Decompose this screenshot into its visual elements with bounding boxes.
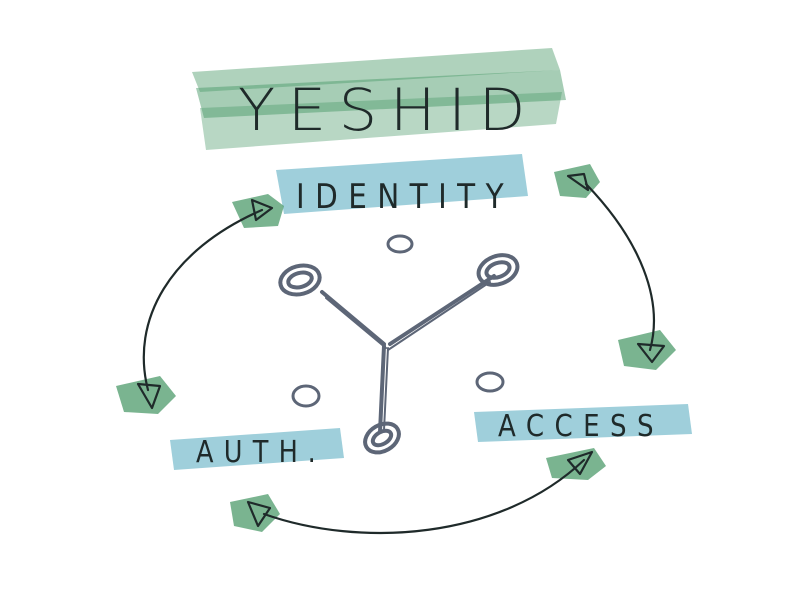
arrowhead-access-bottom [566,450,594,476]
blob-auth-bottom [230,494,280,532]
dot-left [291,384,321,408]
auth-highlight [170,428,344,470]
access-highlight [474,404,692,442]
arrowhead-auth-bottom [246,500,272,528]
arrowhead-identity [250,198,274,222]
node-top-left [278,263,322,297]
arrow-identity-to-auth [142,208,264,392]
arrowhead-auth-left [136,382,162,410]
identity-label: IDENTITY [296,177,514,217]
arrowhead-highlights [116,164,676,532]
central-symbol [278,234,520,455]
node-top-right [476,253,520,287]
node-bottom [363,421,401,455]
access-label: ACCESS [498,409,664,444]
blob-access-right [618,330,676,370]
title-highlight [192,48,566,150]
blob-auth-left [116,376,176,414]
dot-right [475,371,505,393]
identity-highlight [276,154,528,214]
diagram-title: YESHID [238,76,538,144]
arrowhead-identity-right [566,172,590,192]
cycle-arrows [136,172,666,535]
auth-label: AUTH. [196,435,326,470]
arrowhead-access-right [636,342,666,364]
arrow-auth-to-access [262,458,586,535]
blob-access-bottom [546,448,606,480]
dot-top [386,234,414,254]
arrow-identity-to-access [584,182,655,352]
